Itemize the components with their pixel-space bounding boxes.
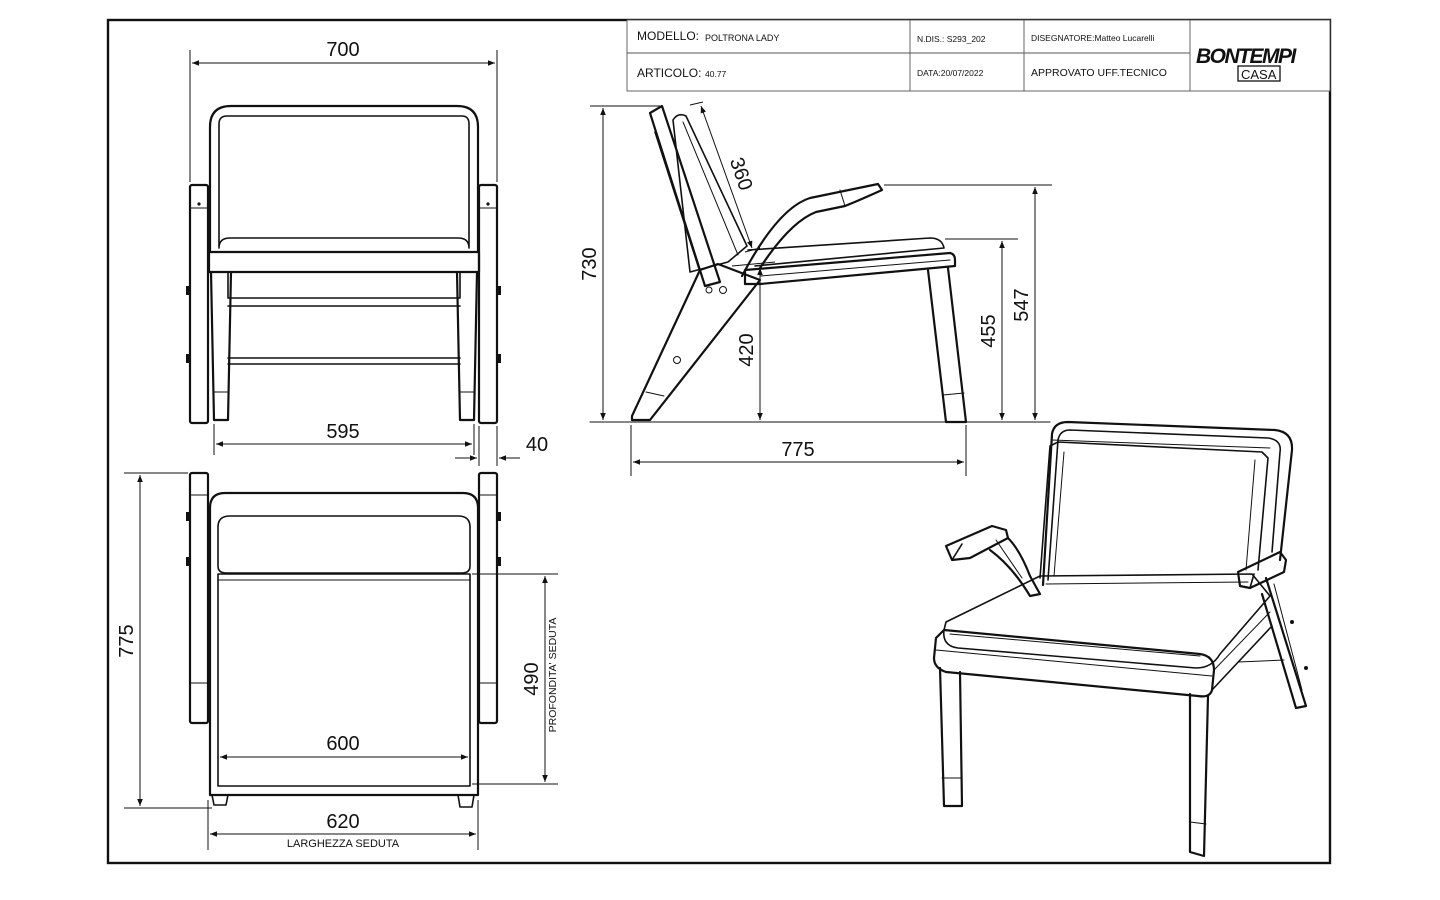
modello-label: MODELLO: bbox=[637, 29, 699, 43]
dim-front-700: 700 bbox=[326, 39, 359, 61]
side-view: 730 360 420 455 547 775 bbox=[579, 101, 1052, 476]
drawing-date: DATA:20/07/2022 bbox=[917, 68, 984, 78]
dim-top-775: 775 bbox=[116, 624, 138, 657]
isometric-view bbox=[932, 420, 1308, 858]
articolo-label: ARTICOLO: bbox=[637, 66, 701, 80]
caption-larghezza-seduta: LARGHEZZA SEDUTA bbox=[287, 838, 400, 850]
approval-note: APPROVATO UFF.TECNICO bbox=[1031, 67, 1167, 79]
title-block: MODELLO: POLTRONA LADY N.DIS.: S293_202 … bbox=[626, 19, 1331, 92]
dim-front-595: 595 bbox=[326, 421, 359, 443]
drawing-number: N.DIS.: S293_202 bbox=[917, 34, 986, 44]
dim-side-455: 455 bbox=[978, 314, 1000, 347]
top-view: 775 600 620 LARGHEZZA SEDUTA 490 PROFOND… bbox=[116, 471, 559, 850]
dim-top-600: 600 bbox=[326, 733, 359, 755]
caption-profondita-seduta: PROFONDITA' SEDUTA bbox=[547, 618, 559, 733]
dim-top-490: 490 bbox=[521, 662, 543, 695]
dim-side-730: 730 bbox=[579, 247, 601, 280]
dim-top-620: 620 bbox=[326, 811, 359, 833]
bontempi-casa-logo: BONTEMPI CASA bbox=[1196, 45, 1299, 82]
front-view: 700 595 40 bbox=[186, 39, 548, 466]
svg-text:BONTEMPI: BONTEMPI bbox=[1196, 45, 1298, 68]
dim-side-360: 360 bbox=[725, 155, 757, 194]
modello-value: POLTRONA LADY bbox=[705, 33, 779, 43]
articolo-value: 40.77 bbox=[705, 69, 727, 79]
dim-front-40: 40 bbox=[526, 434, 548, 456]
svg-text:CASA: CASA bbox=[1241, 67, 1277, 82]
dim-side-775: 775 bbox=[781, 439, 814, 461]
dim-side-420: 420 bbox=[736, 333, 758, 366]
drawing-frame bbox=[106, 18, 1332, 865]
dim-side-547: 547 bbox=[1011, 288, 1033, 321]
designer: DISEGNATORE:Matteo Lucarelli bbox=[1031, 33, 1155, 43]
